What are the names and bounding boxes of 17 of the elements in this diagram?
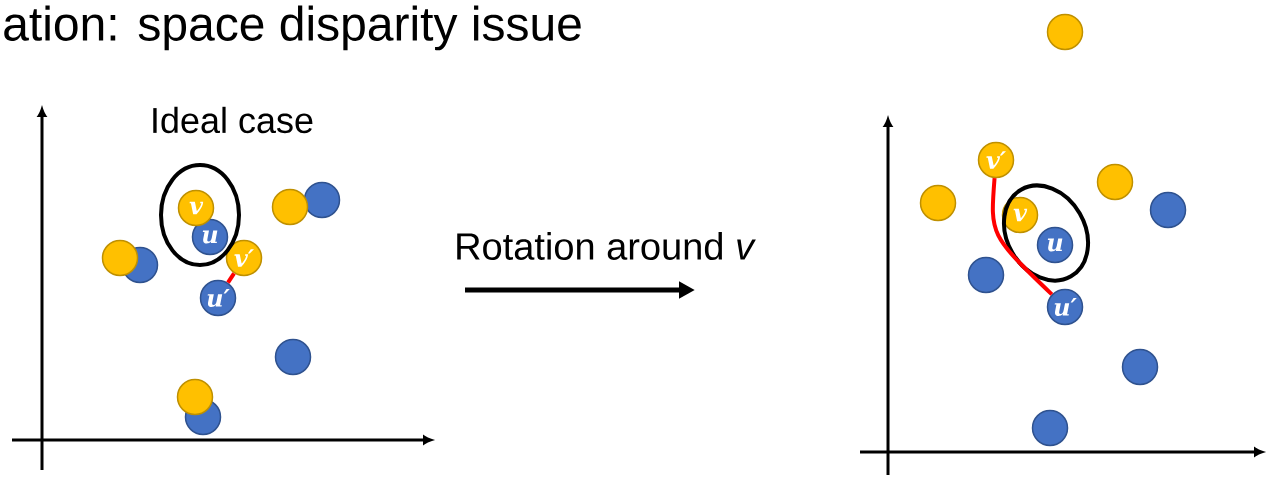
circle [1149,191,1187,229]
line [990,178,1054,296]
circle [967,256,1005,294]
circle [101,239,139,277]
circle [1031,409,1069,447]
circle [274,338,312,376]
caption: Rotation around v [457,232,756,260]
circle [303,181,341,219]
circle [919,184,957,222]
title: ation: space disparity issue [4,5,581,51]
line [226,272,236,284]
circle [271,188,309,226]
caption: Ideal case [153,106,313,134]
circle [1046,13,1084,51]
circle [1121,348,1159,386]
circle [176,378,214,416]
circle [1096,163,1134,201]
